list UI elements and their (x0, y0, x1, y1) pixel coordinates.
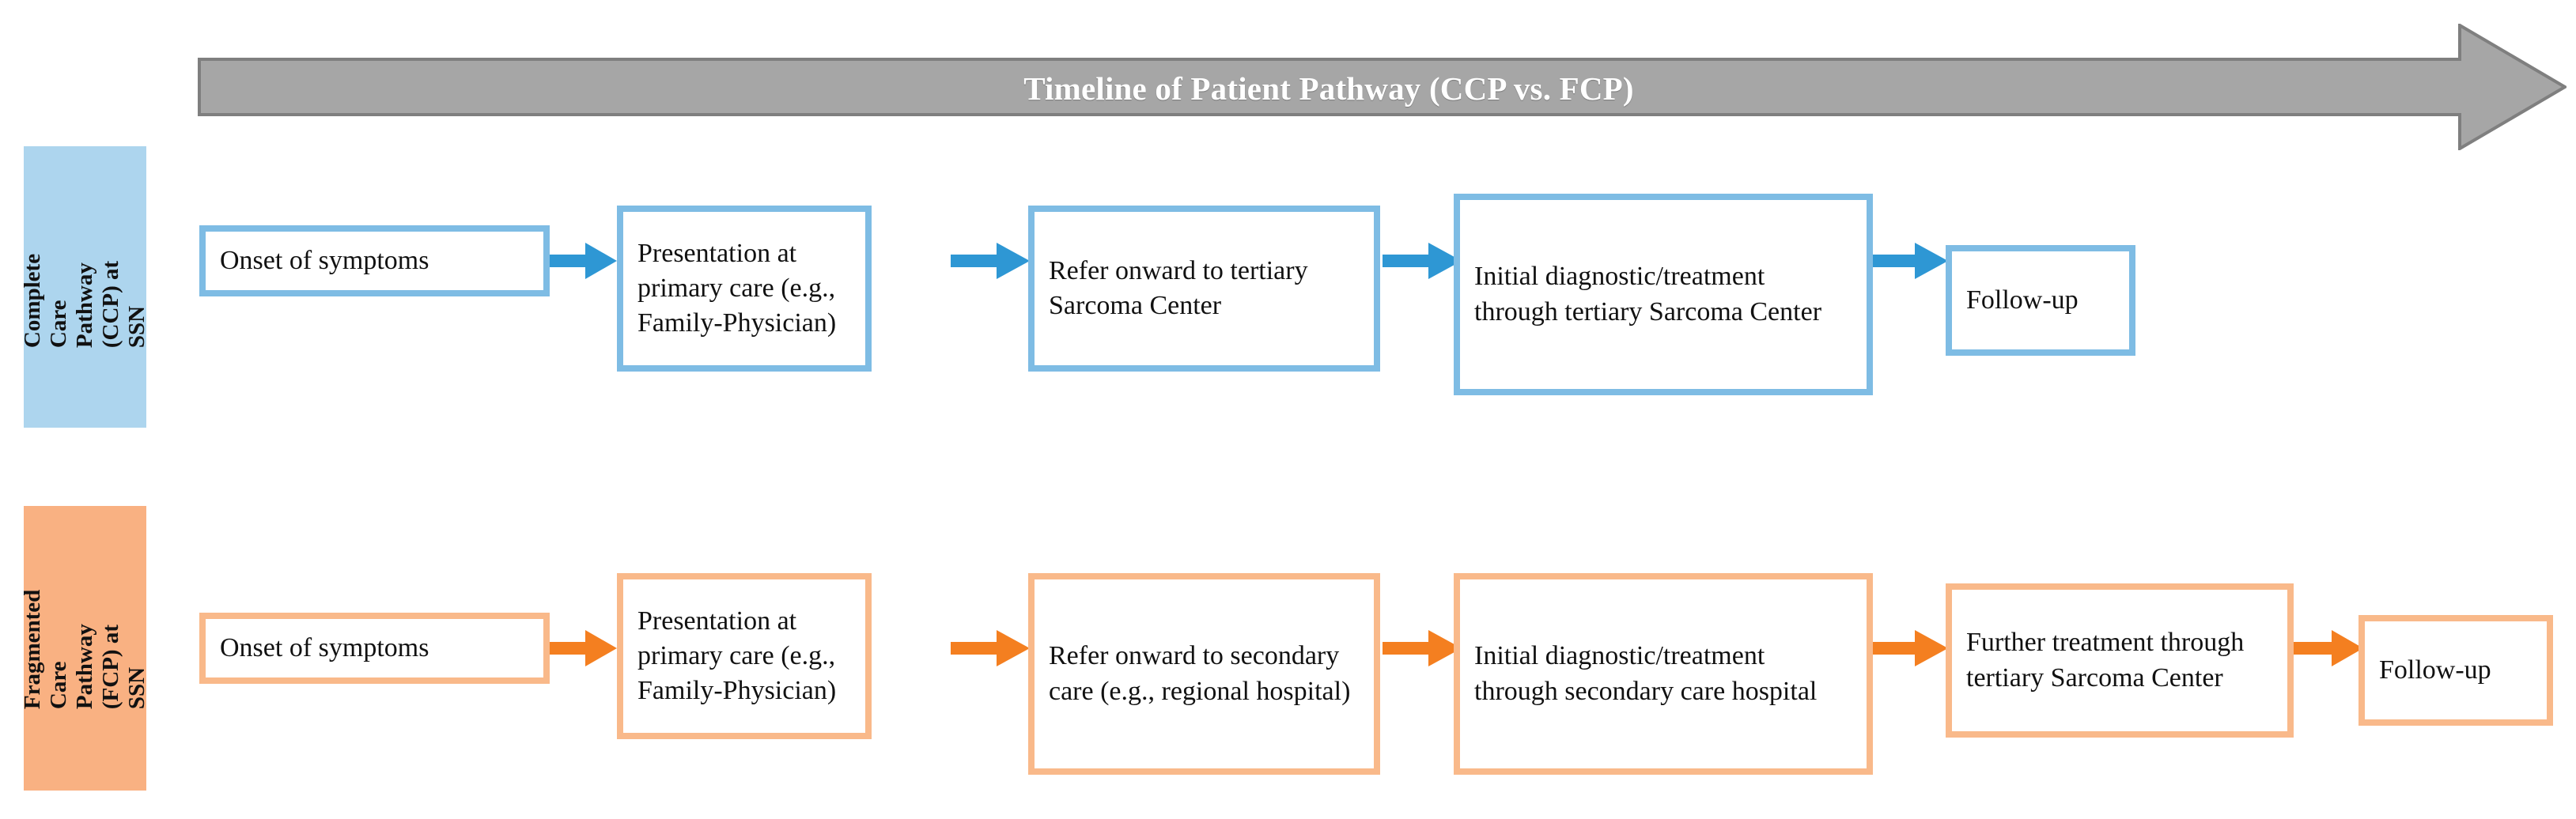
row-label-ccp: Complete Care Pathway (CCP) at SSN (20, 146, 149, 428)
arrow-right-icon (1873, 630, 1948, 666)
fcp-connector-1 (550, 627, 617, 670)
ccp-connector-4 (1873, 240, 1948, 282)
arrow-right-icon (1873, 243, 1948, 279)
fcp-connector-4 (1873, 627, 1948, 670)
ccp-step-2-label: Presentation at primary care (e.g., Fami… (637, 238, 837, 338)
arrow-right-icon (951, 243, 1030, 279)
row-label-fcp: Fragmented Care Pathway (FCP) at SSN (20, 506, 149, 791)
row-label-fcp-text: Fragmented Care Pathway (FCP) at SSN (19, 590, 150, 710)
fcp-step-6-label: Follow-up (2379, 655, 2491, 685)
ccp-step-5[interactable]: Follow-up (1946, 245, 2135, 356)
fcp-step-2[interactable]: Presentation at primary care (e.g., Fami… (617, 573, 872, 739)
ccp-step-3-label: Refer onward to tertiary Sarcoma Center (1049, 255, 1308, 320)
ccp-step-4-label: Initial diagnostic/treatment through ter… (1474, 262, 1822, 326)
fcp-step-2-label: Presentation at primary care (e.g., Fami… (637, 606, 837, 706)
arrow-right-icon (550, 243, 617, 279)
fcp-step-4-label: Initial diagnostic/treatment through sec… (1474, 641, 1818, 706)
row-label-ccp-text: Complete Care Pathway (CCP) at SSN (19, 254, 150, 349)
arrow-right-icon (2294, 630, 2363, 666)
ccp-connector-2 (951, 240, 1030, 282)
ccp-step-3[interactable]: Refer onward to tertiary Sarcoma Center (1028, 206, 1380, 372)
ccp-connector-3 (1383, 240, 1462, 282)
ccp-step-1-label: Onset of symptoms (220, 245, 429, 275)
fcp-step-4[interactable]: Initial diagnostic/treatment through sec… (1454, 573, 1873, 775)
arrow-right-icon (1383, 630, 1462, 666)
fcp-step-3[interactable]: Refer onward to secondary care (e.g., re… (1028, 573, 1380, 775)
fcp-connector-2 (951, 627, 1030, 670)
ccp-step-2[interactable]: Presentation at primary care (e.g., Fami… (617, 206, 872, 372)
ccp-step-4[interactable]: Initial diagnostic/treatment through ter… (1454, 194, 1873, 395)
fcp-step-5-label: Further treatment through tertiary Sarco… (1966, 628, 2245, 693)
fcp-step-3-label: Refer onward to secondary care (e.g., re… (1049, 641, 1351, 706)
timeline-arrow-banner (198, 24, 2567, 150)
ccp-step-5-label: Follow-up (1966, 285, 2079, 315)
fcp-connector-3 (1383, 627, 1462, 670)
fcp-step-1[interactable]: Onset of symptoms (199, 613, 550, 684)
arrow-right-icon (951, 630, 1030, 666)
ccp-step-1[interactable]: Onset of symptoms (199, 225, 550, 296)
arrow-right-icon (550, 630, 617, 666)
fcp-connector-5 (2294, 627, 2363, 670)
fcp-step-6[interactable]: Follow-up (2358, 615, 2553, 726)
timeline-arrow-shape (198, 24, 2567, 150)
fcp-step-1-label: Onset of symptoms (220, 632, 429, 662)
fcp-step-5[interactable]: Further treatment through tertiary Sarco… (1946, 583, 2294, 738)
arrow-right-icon (1383, 243, 1462, 279)
ccp-connector-1 (550, 240, 617, 282)
